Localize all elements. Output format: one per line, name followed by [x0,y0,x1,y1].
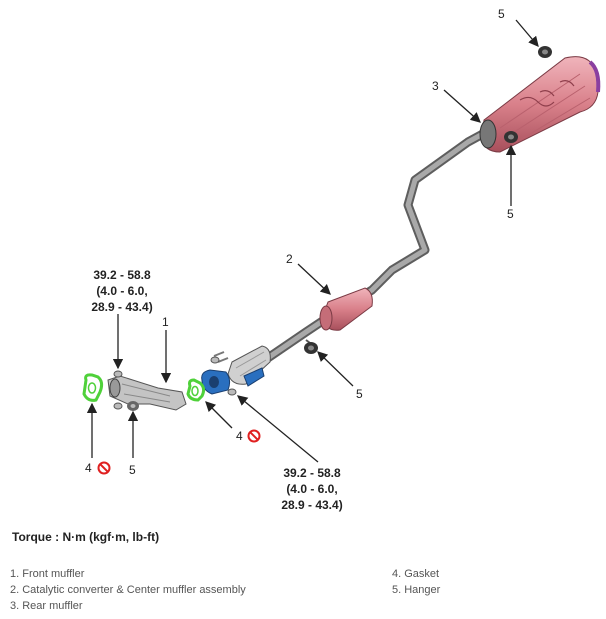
legend-item: 5. Hanger [392,584,441,596]
callout-catalytic-converter: 2 [286,252,293,266]
torque-right-line-2: (4.0 - 6.0, [286,482,337,496]
hanger-center [304,339,318,354]
no-reuse-icon [247,429,261,443]
legend-right: 4. Gasket 5. Hanger [392,566,440,598]
callout-hanger-center: 5 [356,387,363,401]
center-muffler [319,287,373,331]
callout-rear-muffler: 3 [432,79,439,93]
torque-left-line-1: 39.2 - 58.8 [93,268,151,282]
callout-hanger-top: 5 [498,7,505,21]
callout-front-muffler: 1 [162,315,169,329]
hanger-front [127,401,139,411]
hanger-top [538,46,552,58]
legend-item: 2. Catalytic converter & Center muffler … [10,584,246,596]
callout-hanger-front: 5 [129,463,136,477]
gasket-left [82,373,104,402]
callout-hanger-rear-bottom: 5 [507,207,514,221]
torque-heading: Torque : N·m (kgf·m, lb-ft) [12,530,160,544]
callout-gasket-right: 4 [236,429,243,443]
torque-left-line-3: 28.9 - 43.4) [91,300,152,314]
legend-item: 1. Front muffler [10,568,85,580]
callout-gasket-left: 4 [85,461,92,475]
rear-muffler [479,56,601,153]
leader-lines [86,19,539,463]
legend-item: 3. Rear muffler [10,600,83,612]
no-reuse-icon [97,461,111,475]
torque-left-line-2: (4.0 - 6.0, [96,284,147,298]
gasket-right [186,378,206,402]
legend-item: 4. Gasket [392,568,440,580]
bolts [113,356,237,410]
legend-left: 1. Front muffler 2. Catalytic converter … [10,566,246,614]
torque-right-line-3: 28.9 - 43.4) [281,498,342,512]
front-muffler [107,375,187,411]
exhaust-pipe [257,125,495,367]
torque-right-line-1: 39.2 - 58.8 [283,466,341,480]
hanger-rear-bottom [504,131,518,143]
exhaust-system-diagram: 5 3 5 2 5 1 4 5 4 39.2 - 58.8 (4.0 - 6.0… [82,7,601,512]
